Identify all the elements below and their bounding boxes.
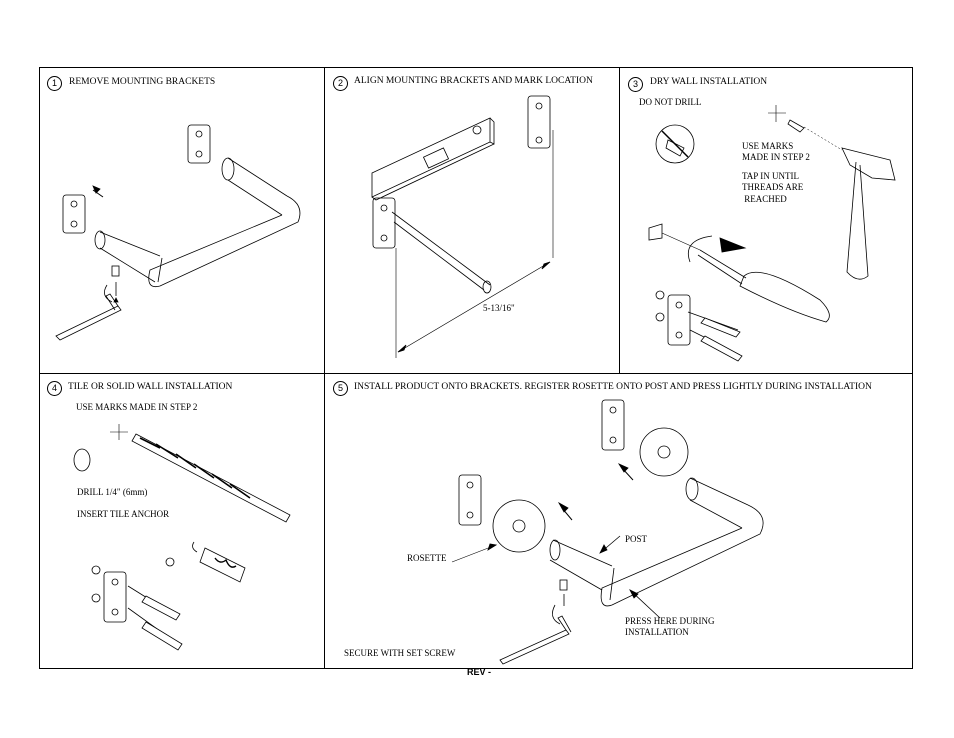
divider [619,67,620,374]
step-number: 5 [333,381,348,396]
step-title: REMOVE MOUNTING BRACKETS [69,77,216,87]
step-number: 1 [47,76,62,91]
press-label-line-2: INSTALLATION [625,627,689,637]
step-title: INSTALL PRODUCT ONTO BRACKETS. REGISTER … [354,382,872,392]
revision-label: REV - [467,667,492,677]
divider [39,373,913,374]
step-number: 4 [47,381,62,396]
dimension-label: 5-13/16" [483,303,515,313]
press-label-line-1: PRESS HERE DURING [625,616,715,626]
use-marks-line-2: MADE IN STEP 2 [742,152,810,162]
instruction-sheet-frame [39,67,913,669]
tap-line-3: REACHED [742,194,787,204]
step-number: 3 [628,77,643,92]
divider [324,67,325,669]
step-title: DRY WALL INSTALLATION [650,77,768,87]
insert-anchor-label: INSERT TILE ANCHOR [77,509,170,519]
tap-line-1: TAP IN UNTIL [742,171,799,181]
step-title: TILE OR SOLID WALL INSTALLATION [68,382,233,392]
use-marks-line-1: USE MARKS [742,141,794,151]
post-label: POST [625,534,648,544]
use-marks-label: USE MARKS MADE IN STEP 2 [76,402,198,412]
tap-line-2: THREADS ARE [742,182,804,192]
do-not-drill-label: DO NOT DRILL [639,97,702,107]
rosette-label: ROSETTE [407,553,447,563]
drill-size-label: DRILL 1/4" (6mm) [77,487,148,497]
step-number: 2 [333,76,348,91]
set-screw-label: SECURE WITH SET SCREW [344,648,456,658]
step-title: ALIGN MOUNTING BRACKETS AND MARK LOCATIO… [354,76,593,86]
